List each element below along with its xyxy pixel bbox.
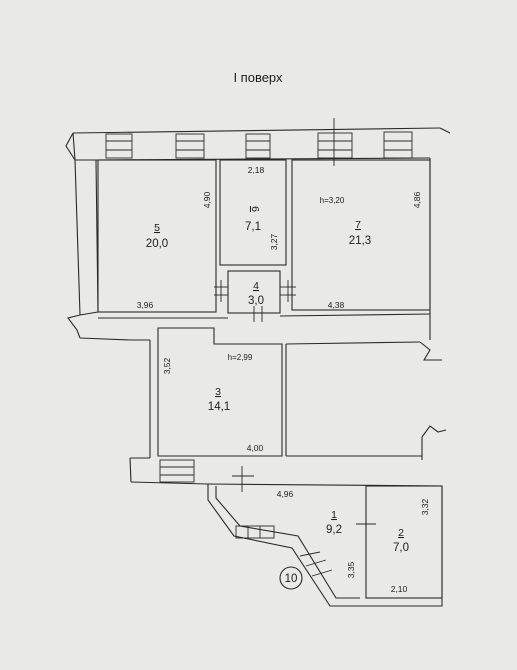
room-6-area: 7,1 (245, 221, 261, 233)
room-5-outline (79, 159, 217, 316)
top-windows (105, 118, 413, 166)
dim-ceiling-height-lower: h=2,99 (228, 353, 253, 362)
annex-outline (207, 484, 443, 607)
stair-marker-label: 10 (285, 573, 298, 585)
room-6-number: 6 (249, 206, 261, 212)
room-4-number: 4 (253, 280, 259, 292)
room-7-area: 21,3 (349, 235, 371, 247)
dim-room7-height: 4,86 (412, 191, 422, 208)
dim-room3-width: 4,00 (247, 443, 264, 453)
dim-room2-height: 3,32 (420, 498, 430, 515)
room-1-area: 9,2 (326, 524, 342, 536)
room-3-number: 3 (215, 386, 221, 398)
dim-room3-height: 3,52 (162, 357, 172, 374)
floor-title: І поверх (233, 70, 283, 85)
room-4-outline (214, 270, 296, 322)
dim-room5-height: 4,90 (202, 191, 212, 208)
room-2-number: 2 (398, 527, 404, 539)
dim-room1-width: 4,96 (277, 489, 294, 499)
dim-room2-width: 2,10 (391, 584, 408, 594)
room-6-outline (219, 159, 287, 266)
room-5-number: 5 (154, 222, 160, 234)
dim-room5-width: 3,96 (137, 300, 154, 310)
dim-room6-height: 3,27 (269, 233, 279, 250)
dim-room6-width: 2,18 (248, 165, 265, 175)
dim-room1-height: 3,35 (346, 561, 356, 578)
room-1-number: 1 (331, 509, 337, 521)
room-5-area: 20,0 (146, 238, 168, 250)
bottom-window (159, 459, 254, 492)
room-3-area: 14,1 (208, 401, 230, 413)
stair-marker-circle (279, 566, 303, 590)
room-2-area: 7,0 (393, 542, 409, 554)
dim-room7-width: 4,38 (328, 300, 345, 310)
room-7-number: 7 (355, 219, 361, 231)
room-4-area: 3,0 (248, 295, 264, 307)
hall-outline (98, 313, 431, 458)
room-7-outline (291, 159, 431, 311)
room-3-outline (157, 327, 422, 457)
dim-ceiling-height-upper: h=3,20 (320, 196, 345, 205)
